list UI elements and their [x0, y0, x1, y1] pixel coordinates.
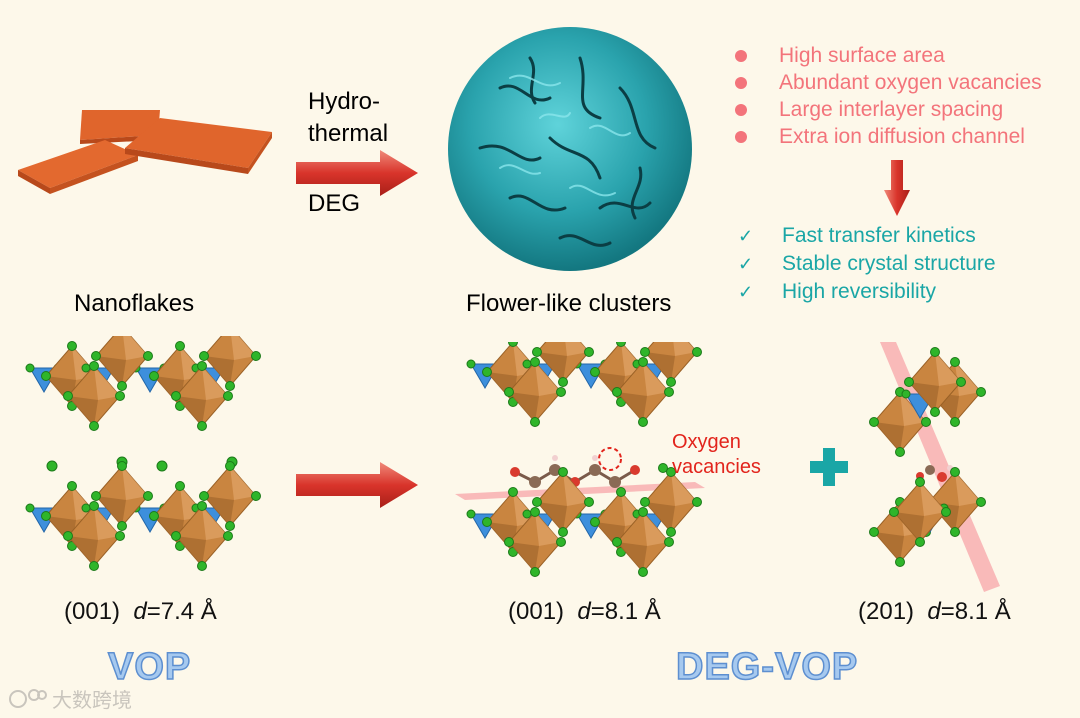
benefit-item: Extra ion diffusion channel: [735, 123, 1042, 150]
benefit-item: Large interlayer spacing: [735, 96, 1042, 123]
plane-index: (001): [64, 598, 121, 625]
result-text: Fast transfer kinetics: [782, 224, 976, 247]
vop-title: VOP: [107, 645, 192, 689]
result-text: Stable crystal structure: [782, 252, 996, 275]
vop-spacing-label: (001) d=7.4 Å: [64, 598, 217, 626]
benefit-item: High surface area: [735, 42, 1042, 69]
result-item: ✓ Stable crystal structure: [738, 250, 996, 278]
watermark-logo-icon: [9, 688, 47, 708]
deg-vop-201-spacing-label: (201) d=8.1 Å: [858, 598, 1011, 626]
check-icon: ✓: [738, 225, 754, 246]
oxygen-vacancies-label-2: vacancies: [672, 456, 761, 478]
d-value: =8.1 Å: [940, 598, 1011, 625]
deg-vop-001-structure: [455, 342, 705, 592]
watermark: 大数跨境: [8, 684, 132, 713]
bullet-dot-icon: [735, 76, 747, 89]
watermark-text: 大数跨境: [52, 690, 132, 712]
benefits-list: High surface area Abundant oxygen vacanc…: [735, 42, 1042, 150]
d-value: =8.1 Å: [590, 598, 661, 625]
result-item: ✓ Fast transfer kinetics: [738, 222, 996, 250]
plus-icon: [810, 448, 848, 486]
down-arrow-icon: [884, 160, 910, 216]
deg-vop-title: DEG-VOP: [675, 645, 859, 689]
vop-crystal-structure: [22, 336, 272, 592]
plane-index: (201): [858, 598, 915, 625]
benefit-text: Extra ion diffusion channel: [779, 124, 1025, 148]
nanoflakes-label: Nanoflakes: [74, 290, 195, 317]
plane-index: (001): [508, 598, 565, 625]
deg-label: DEG: [308, 190, 361, 217]
bullet-dot-icon: [735, 130, 747, 143]
benefit-text: Abundant oxygen vacancies: [779, 70, 1042, 94]
benefit-text: Large interlayer spacing: [779, 97, 1004, 121]
d-value: =7.4 Å: [146, 598, 217, 625]
d-symbol: d: [927, 598, 941, 625]
flower-clusters-label: Flower-like clusters: [466, 290, 672, 317]
synthesis-arrow: [296, 150, 418, 196]
deg-vop-001-spacing-label: (001) d=8.1 Å: [508, 598, 661, 626]
deg-vop-201-structure: [869, 342, 1000, 592]
d-symbol: d: [133, 598, 147, 625]
check-icon: ✓: [738, 281, 754, 302]
oxygen-vacancies-label-1: Oxygen: [672, 431, 741, 453]
benefit-text: High surface area: [779, 43, 945, 67]
hydro-label: Hydro-: [308, 88, 381, 115]
results-list: ✓ Fast transfer kinetics ✓ Stable crystal …: [738, 222, 996, 306]
transform-arrow: [296, 462, 418, 508]
check-icon: ✓: [738, 253, 754, 274]
thermal-label: thermal: [308, 120, 389, 147]
result-text: High reversibility: [782, 280, 937, 303]
d-symbol: d: [577, 598, 591, 625]
result-item: ✓ High reversibility: [738, 278, 996, 306]
bullet-dot-icon: [735, 103, 747, 116]
flower-cluster-image: [448, 27, 692, 271]
bullet-dot-icon: [735, 49, 747, 62]
nanoflakes-image: [18, 110, 272, 194]
benefit-item: Abundant oxygen vacancies: [735, 69, 1042, 96]
